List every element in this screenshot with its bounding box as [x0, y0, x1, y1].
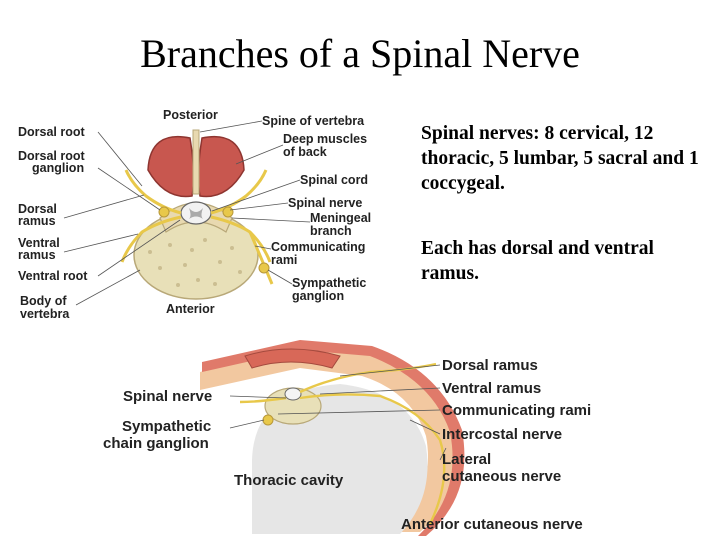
- label-lateral-cutaneous-1: Lateral: [442, 451, 491, 468]
- body-wall-muscle: [202, 340, 465, 536]
- bottom-thoracic-section: Spinal nerve Sympathetic chain ganglion …: [103, 340, 591, 536]
- left-deep-muscle: [147, 136, 195, 198]
- sympathetic-chain-ganglion: [262, 414, 274, 426]
- bottom-leader-lines: [229, 364, 447, 461]
- label-anterior: Anterior: [166, 302, 215, 316]
- label-dorsal-ramus-2: ramus: [18, 214, 56, 228]
- label-dorsal-root-ganglion-2: ganglion: [32, 161, 84, 175]
- label-spine-of-vertebra: Spine of vertebra: [262, 114, 365, 128]
- right-deep-muscle: [197, 136, 245, 198]
- label-ventral-root: Ventral root: [18, 269, 88, 283]
- label-dorsal-ramus: Dorsal ramus: [442, 357, 538, 374]
- slide-title: Branches of a Spinal Nerve: [140, 31, 580, 76]
- label-sympathetic-chain-1: Sympathetic: [122, 418, 211, 435]
- label-ventral-ramus-2: ramus: [18, 248, 56, 262]
- label-meningeal-1: Meningeal: [310, 211, 371, 225]
- label-ventral-ramus: Ventral ramus: [442, 380, 541, 397]
- body-wall-outer: [200, 346, 457, 532]
- label-dorsal-root: Dorsal root: [18, 125, 86, 139]
- label-body-of-vertebra-2: vertebra: [20, 307, 70, 321]
- spine-of-vertebra: [192, 129, 200, 195]
- label-communicating-rami: Communicating rami: [442, 402, 591, 419]
- label-deep-muscles-2: of back: [283, 145, 327, 159]
- label-communicating-1: Communicating: [271, 240, 365, 254]
- label-dorsal-ramus-1: Dorsal: [18, 202, 57, 216]
- dorsal-root-ganglion-right: [222, 206, 234, 218]
- label-dorsal-root-ganglion-1: Dorsal root: [18, 149, 86, 163]
- top-leader-lines: [63, 120, 311, 306]
- label-sympathetic-chain-2: chain ganglion: [103, 435, 209, 452]
- label-thoracic-cavity: Thoracic cavity: [234, 472, 344, 489]
- label-spinal-nerve-bottom: Spinal nerve: [123, 388, 212, 405]
- label-spinal-cord: Spinal cord: [300, 173, 368, 187]
- label-sympathetic-ganglion-2: ganglion: [292, 289, 344, 303]
- label-meningeal-2: branch: [310, 224, 352, 238]
- label-lateral-cutaneous-2: cutaneous nerve: [442, 468, 561, 485]
- top-nerves: [120, 169, 274, 285]
- sympathetic-ganglion-top: [258, 262, 270, 274]
- label-intercostal-nerve: Intercostal nerve: [442, 426, 562, 443]
- label-anterior-cutaneous-nerve: Anterior cutaneous nerve: [401, 516, 583, 533]
- label-communicating-2: rami: [271, 253, 297, 267]
- dorsal-root-ganglion-left: [158, 206, 170, 218]
- label-deep-muscles-1: Deep muscles: [283, 132, 367, 146]
- label-ventral-ramus-1: Ventral: [18, 236, 60, 250]
- grey-matter: [189, 208, 203, 219]
- body-paragraph-2: Each has dorsal and ventral ramus.: [421, 238, 654, 284]
- spinal-cord-bottom: [284, 387, 302, 401]
- label-spinal-nerve: Spinal nerve: [288, 196, 362, 210]
- label-posterior: Posterior: [163, 108, 218, 122]
- back-muscle-bottom: [244, 348, 341, 369]
- label-body-of-vertebra-1: Body of: [20, 294, 67, 308]
- label-sympathetic-ganglion-1: Sympathetic: [292, 276, 366, 290]
- top-cross-section: Posterior Anterior Dorsal root Dorsal ro…: [18, 108, 371, 321]
- bone-texture: [148, 238, 242, 287]
- body-paragraph-1: Spinal nerves: 8 cervical, 12 thoracic, …: [421, 123, 699, 194]
